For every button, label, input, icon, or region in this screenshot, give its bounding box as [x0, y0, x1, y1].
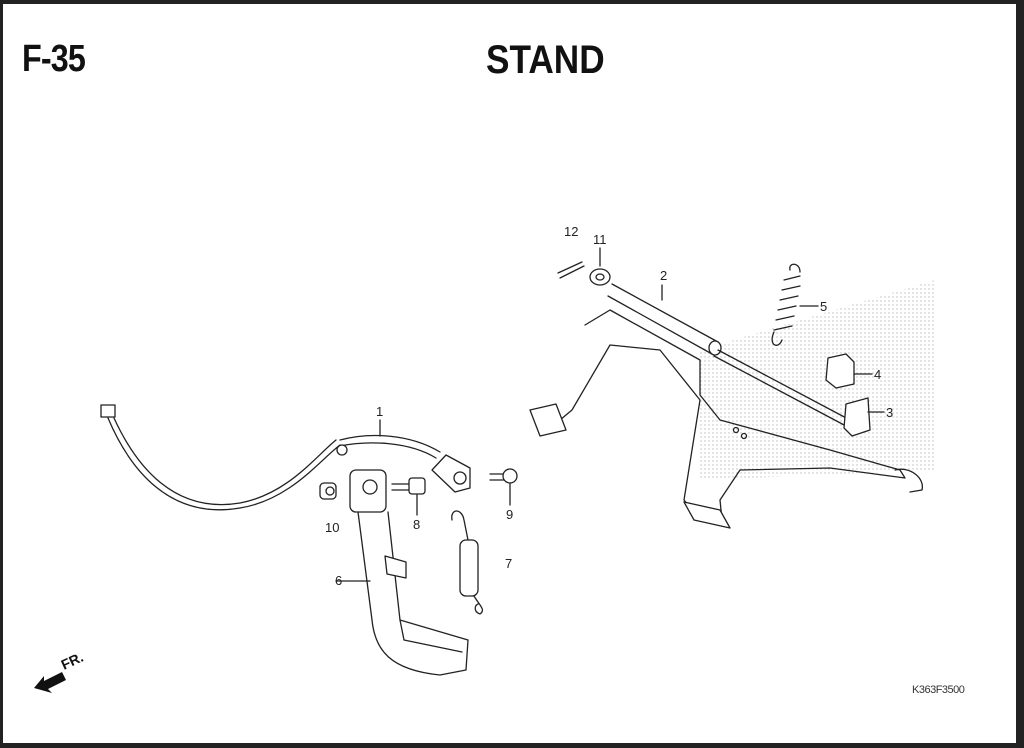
callout-6: 6: [335, 573, 343, 588]
nut-part-10: [319, 482, 337, 500]
front-direction-label: FR.: [59, 649, 86, 673]
figure-title: STAND: [486, 38, 605, 82]
figure-id: F-35: [22, 38, 86, 80]
spring-part-5: [771, 263, 801, 346]
rubber-part-4: [825, 353, 855, 389]
callout-11: 11: [593, 232, 607, 247]
callout-5: 5: [820, 299, 828, 314]
callout-8: 8: [413, 517, 421, 532]
main-stand: [529, 309, 923, 529]
bolt-part-9: [489, 468, 518, 484]
bolt-part-8: [391, 477, 426, 495]
callout-4: 4: [874, 367, 882, 382]
callout-3: 3: [886, 405, 894, 420]
arrow-front-icon: [34, 672, 66, 693]
callout-12: 12: [564, 224, 579, 239]
side-stand-part-6: [349, 469, 469, 676]
callout-10: 10: [325, 520, 340, 535]
spring-part-7: [451, 510, 484, 615]
callout-9: 9: [506, 507, 514, 522]
wire-part-1: [100, 404, 471, 511]
shaft: [713, 349, 851, 427]
stipple-watermark: [700, 280, 935, 480]
drawing-code: K363F3500: [912, 684, 965, 696]
pipe-part-2: [607, 283, 722, 356]
callout-2: 2: [660, 268, 668, 283]
cotter-pin-part-12: [557, 261, 585, 279]
callout-1: 1: [376, 404, 384, 419]
washer-part-11: [589, 268, 611, 286]
callout-7: 7: [505, 556, 513, 571]
bracket-part-3: [843, 397, 871, 437]
